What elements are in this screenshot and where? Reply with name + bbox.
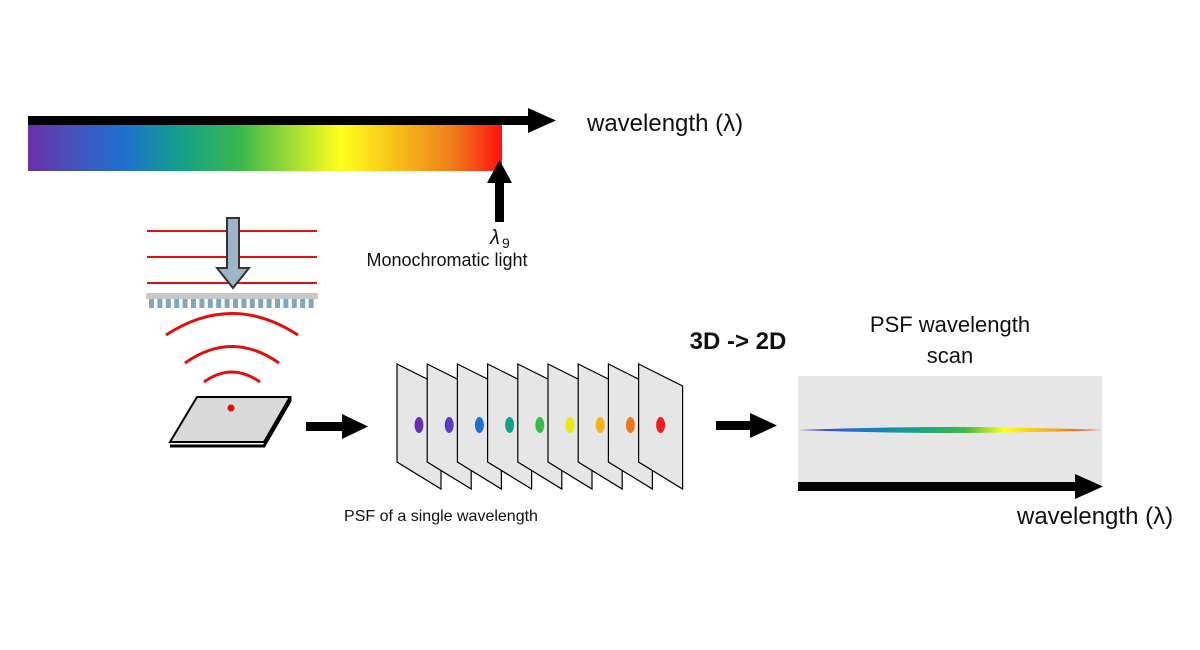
psf-spot <box>444 417 454 433</box>
metasurface-lens <box>146 293 318 308</box>
psf-spot <box>505 417 515 433</box>
psf-spot <box>474 417 484 433</box>
focal-spot <box>227 404 235 412</box>
psf-scan-line <box>798 427 1102 433</box>
scan-title-line1: PSF wavelength <box>870 312 1030 337</box>
psf-spot <box>535 417 545 433</box>
scan-wavelength-arrow <box>798 474 1103 499</box>
psf-spot <box>656 417 666 433</box>
monochromatic-light-label: Monochromatic light <box>366 250 527 270</box>
spectrum-bar <box>28 125 502 171</box>
psf-spot <box>625 417 635 433</box>
psf-spot <box>595 417 605 433</box>
arrow-to-scan <box>716 413 777 438</box>
monochromatic-marker-arrow <box>487 160 512 222</box>
psf-stack-caption: PSF of a single wavelength <box>344 508 538 525</box>
scan-title-line2: scan <box>927 343 973 368</box>
psf-stack <box>396 363 684 491</box>
top-axis-label: wavelength (λ) <box>586 110 743 137</box>
top-wavelength-arrow <box>28 108 556 133</box>
converging-wavefronts <box>165 312 299 384</box>
light-direction-arrow <box>214 217 252 290</box>
psf-spot <box>414 417 424 433</box>
lambda-subscript: 9 <box>502 235 510 251</box>
arrow-to-stack <box>306 414 368 439</box>
lambda-symbol: λ <box>489 227 500 249</box>
scan-axis-label: wavelength (λ) <box>1016 503 1173 530</box>
psf-frame <box>637 363 684 491</box>
detector-plane <box>168 396 292 448</box>
transform-label: 3D -> 2D <box>690 328 787 355</box>
psf-spot <box>565 417 575 433</box>
